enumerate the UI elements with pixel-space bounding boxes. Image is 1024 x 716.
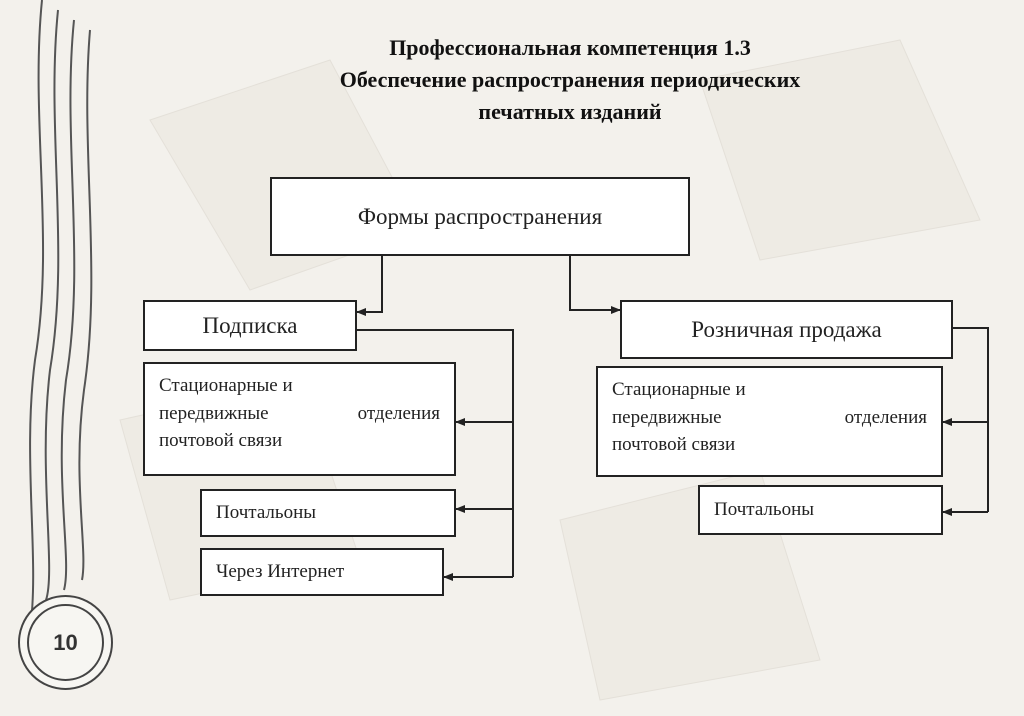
slide-title: Профессиональная компетенция 1.3 Обеспеч… (230, 32, 910, 128)
retail-box: Розничная продажа (620, 300, 953, 359)
decorative-wavy-lines (29, 0, 93, 631)
sub-offices-word-1: передвижные (159, 402, 269, 424)
sub-offices-line-1: Стационарные и (159, 375, 293, 396)
retail-offices-line-1: Стационарные и (612, 379, 746, 400)
retail-offices-line-3: почтовой связи (612, 434, 736, 456)
retail-postmen-box: Почтальоны (698, 485, 943, 535)
retail-offices-line-2: передвижные отделения (612, 404, 927, 432)
title-line-3: печатных изданий (478, 98, 662, 124)
subscription-internet-box: Через Интернет (200, 548, 444, 596)
edge-root-retail (569, 256, 621, 314)
sub-offices-word-2: отделения (357, 402, 440, 424)
retail-offices-word-1: передвижные (612, 406, 722, 428)
sub-postmen-label: Почтальоны (216, 502, 317, 523)
subscription-offices-box: Стационарные и передвижные отделения поч… (143, 362, 456, 476)
title-line-1: Профессиональная компетенция 1.3 (389, 35, 751, 60)
retail-label: Розничная продажа (691, 316, 882, 342)
root-box: Формы распространения (270, 177, 690, 256)
sub-offices-line-3: почтовой связи (159, 430, 283, 452)
subscription-label: Подписка (202, 312, 298, 338)
sub-offices-line-2: передвижные отделения (159, 400, 440, 428)
edge-retail-bus (953, 327, 989, 512)
page-number: 10 (53, 629, 78, 655)
page-number-badge: 10 (18, 595, 113, 690)
subscription-postmen-box: Почтальоны (200, 489, 456, 537)
root-label: Формы распространения (357, 203, 603, 229)
title-line-2: Обеспечение распространения периодически… (339, 66, 801, 92)
edge-subscription-bus (357, 329, 514, 577)
subscription-box: Подписка (143, 300, 357, 351)
sub-internet-label: Через Интернет (216, 561, 345, 582)
retail-offices-word-2: отделения (844, 406, 927, 428)
edge-root-subscription (356, 256, 383, 316)
retail-postmen-label: Почтальоны (714, 499, 815, 520)
retail-offices-box: Стационарные и передвижные отделения поч… (596, 366, 943, 477)
